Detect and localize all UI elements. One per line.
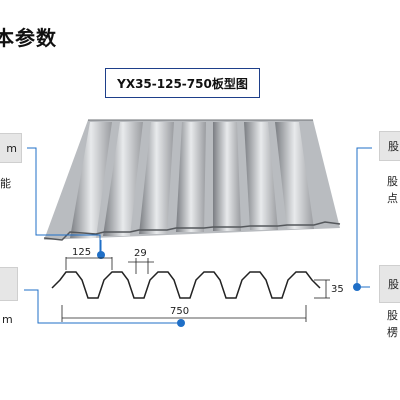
section-heading: 本参数	[0, 26, 57, 50]
dimension-rib-pitch	[65, 257, 113, 270]
sheet-rib	[103, 122, 143, 236]
dimension-rib-top	[128, 258, 154, 274]
callout-lines	[24, 147, 372, 324]
dim-rib-pitch-label: 125	[72, 247, 91, 258]
dim-height-label: 35	[331, 284, 344, 295]
right-tab-1-label: 股	[388, 140, 399, 153]
right-text-1-line1: 股	[387, 175, 398, 188]
left-text-1: 能	[0, 177, 11, 190]
right-tab-2-label: 股	[388, 278, 399, 291]
callout-dot	[177, 319, 185, 327]
callout-dot	[353, 283, 361, 291]
sheet-rib	[70, 122, 112, 238]
sheet-rib	[139, 122, 174, 234]
dimension-cover-width	[61, 305, 307, 322]
left-tab-1: m	[0, 133, 22, 163]
sheet-rib	[275, 122, 314, 229]
profile-section	[51, 271, 321, 299]
sheet-rib	[244, 122, 278, 230]
right-tab-1: 股	[379, 131, 400, 161]
left-tab-1-label: m	[6, 141, 17, 155]
right-text-2: 股 楞	[387, 307, 398, 341]
sheet-rib	[176, 122, 206, 232]
left-tab-2	[0, 267, 18, 301]
dim-cover-width-label: 750	[170, 306, 189, 317]
model-title-box: YX35-125-750板型图	[105, 68, 260, 98]
corrugated-sheet-image	[43, 119, 341, 241]
right-text-2-line1: 股	[387, 309, 398, 322]
left-text-2: m	[2, 313, 13, 326]
right-text-2-line2: 楞	[387, 326, 398, 339]
dimension-height	[314, 279, 330, 299]
right-text-1: 股 点	[387, 173, 398, 207]
callout-dot	[97, 251, 105, 259]
sheet-rib	[213, 122, 241, 231]
dim-rib-top-label: 29	[134, 248, 147, 259]
model-title: YX35-125-750板型图	[117, 76, 248, 91]
right-tab-2: 股	[379, 265, 400, 303]
sheet-front-edge	[43, 221, 341, 241]
right-text-1-line2: 点	[387, 192, 398, 205]
